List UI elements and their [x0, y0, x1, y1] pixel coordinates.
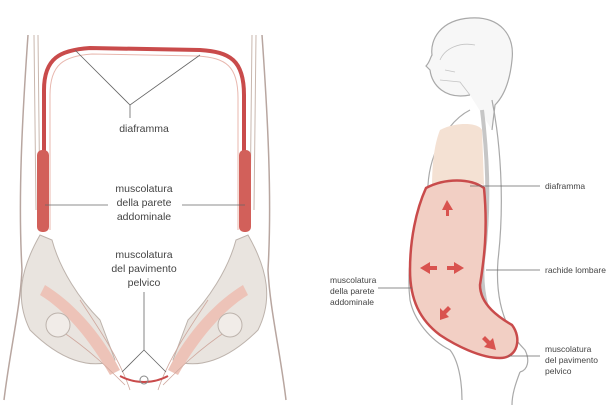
- label-pelvic-lateral-1: muscolatura: [545, 344, 592, 354]
- label-pelvic-front-3: pelvico: [128, 277, 161, 289]
- right-abdominal-muscle: [239, 150, 251, 232]
- label-abdominal-lateral-1: muscolatura: [330, 275, 377, 285]
- right-body-outline: [262, 35, 286, 400]
- frontal-view: diaframma muscolatura della parete addom…: [4, 35, 286, 400]
- label-abdominal-lateral-3: addominale: [330, 297, 374, 307]
- right-femur-head: [218, 313, 242, 337]
- left-body-outline: [4, 35, 28, 400]
- lateral-view: diaframma rachide lombare muscolatura de…: [330, 18, 606, 405]
- label-abdominal-front-1: muscolatura: [115, 183, 172, 195]
- label-diaphragm-front: diaframma: [119, 123, 169, 135]
- diaphragm-leader-left: [75, 50, 200, 105]
- left-abdominal-muscle: [37, 150, 49, 232]
- back-lower: [512, 372, 520, 405]
- label-spine-lateral: rachide lombare: [545, 265, 606, 275]
- label-abdominal-front-2: della parete: [117, 197, 172, 209]
- label-pelvic-lateral-3: pelvico: [545, 366, 572, 376]
- label-pelvic-lateral-2: del pavimento: [545, 355, 598, 365]
- label-abdominal-front-3: addominale: [117, 211, 171, 223]
- pelvic-floor-line: [120, 376, 168, 382]
- label-abdominal-lateral-2: della parete: [330, 286, 375, 296]
- label-diaphragm-lateral: diaframma: [545, 181, 585, 191]
- label-pelvic-front-2: del pavimento: [111, 263, 177, 275]
- left-femur-head: [46, 313, 70, 337]
- head-outline: [426, 18, 512, 130]
- pelvic-leader: [122, 292, 166, 372]
- label-pelvic-front-1: muscolatura: [115, 249, 172, 261]
